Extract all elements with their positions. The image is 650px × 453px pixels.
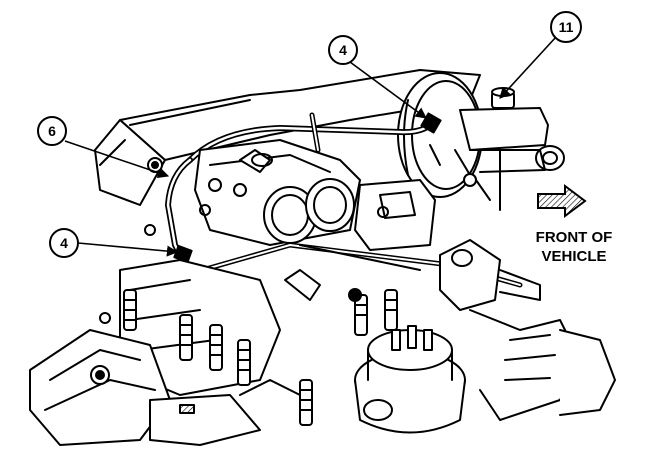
callout-4-left: 4 xyxy=(49,228,79,258)
engine-illustration xyxy=(29,69,616,446)
callout-11: 11 xyxy=(550,11,582,43)
leader-4-left xyxy=(77,242,179,257)
front-of-vehicle-label: FRONT OF VEHICLE xyxy=(518,228,630,266)
injectors xyxy=(123,289,398,426)
svg-text:4: 4 xyxy=(339,42,347,58)
distributor xyxy=(354,325,466,434)
leader-6 xyxy=(64,140,170,179)
svg-text:4: 4 xyxy=(60,235,68,251)
svg-text:6: 6 xyxy=(48,123,56,139)
leader-11 xyxy=(499,36,557,99)
leader-4-top xyxy=(349,61,427,119)
callout-leaders xyxy=(64,36,557,257)
callout-6: 6 xyxy=(37,116,67,146)
throttle-body xyxy=(194,139,361,246)
front-direction-arrow xyxy=(537,184,587,218)
master-cylinder xyxy=(459,87,565,211)
callout-4-top: 4 xyxy=(328,35,358,65)
front-of-vehicle-line1: FRONT OF xyxy=(535,229,613,246)
svg-text:11: 11 xyxy=(559,19,574,35)
front-of-vehicle-line2: VEHICLE xyxy=(541,248,607,265)
